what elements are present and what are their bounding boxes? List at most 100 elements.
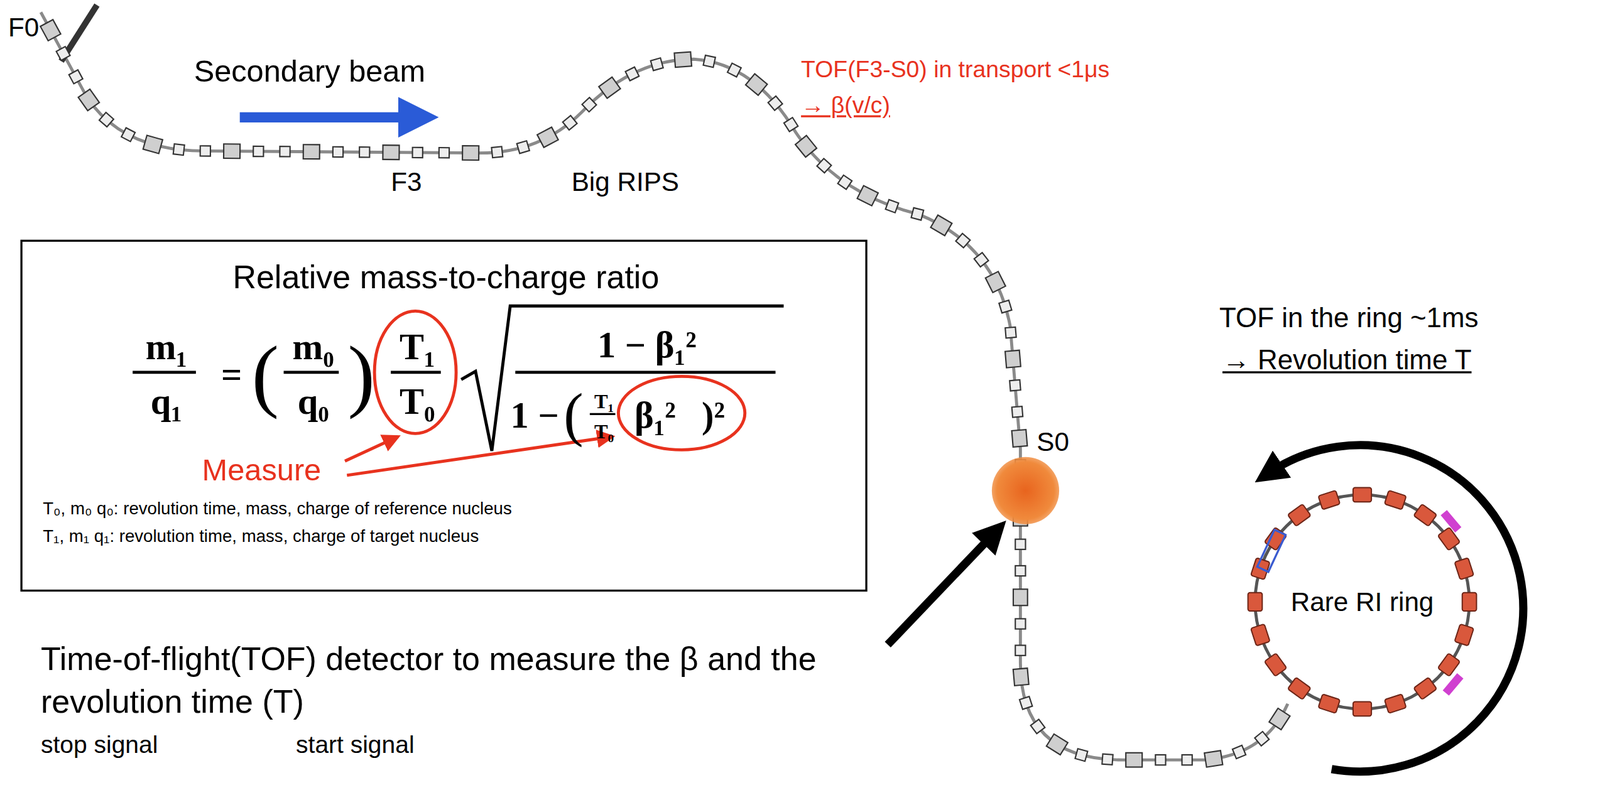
magnet-symbol (517, 140, 530, 154)
magnet-symbol (1013, 668, 1029, 686)
fraction-bar (283, 370, 340, 374)
ring-magnet (1462, 593, 1477, 612)
formula-term: = (221, 356, 242, 393)
beamline-axis (40, 11, 1288, 761)
signal-label: stop signal (40, 730, 158, 761)
separator-name: Big RIPS (571, 166, 680, 199)
magnet-symbol (69, 69, 83, 84)
measure-note: Measure (202, 452, 322, 489)
legend-note: T₀, m₀ q₀: revolution time, mass, charge… (42, 498, 512, 520)
magnet-symbol (279, 146, 290, 157)
fraction-bar (390, 370, 441, 374)
formula-term: q₁ (150, 383, 183, 421)
magnet-symbol (462, 145, 479, 161)
magnet-symbol (1012, 429, 1028, 448)
ring-label: Rare RI ring (1287, 586, 1437, 618)
beamline (40, 5, 1290, 768)
magnet-symbol (1101, 754, 1113, 766)
magnet-symbol (650, 57, 664, 71)
ring-magnet (1384, 694, 1407, 714)
beam-direction-arrow (239, 112, 419, 123)
magnet-symbol (1268, 708, 1290, 730)
magnet-symbol (1030, 719, 1046, 735)
ring-magnet (1317, 694, 1340, 714)
sqrt-sign (461, 305, 784, 452)
fraction-bar (589, 413, 616, 416)
legend-note: T₁, m₁ q₁: revolution time, mass, charge… (42, 526, 479, 548)
formula-term: T₁ (399, 328, 436, 365)
formula-term: 1 − β₁² (597, 326, 697, 364)
ring-magnet (1248, 593, 1263, 612)
magnet-symbol (439, 147, 450, 158)
magnet-symbol (582, 97, 597, 112)
magnet-symbol (745, 74, 768, 96)
formula-term: m₀ (292, 328, 335, 365)
ring-magnet (1454, 557, 1474, 580)
tof-note: → β(v/c) (800, 91, 891, 120)
magnet-symbol (727, 63, 742, 78)
measure-marks (344, 310, 746, 476)
ring-magnet (1413, 504, 1437, 528)
formula-term: ( (563, 385, 583, 445)
magnet-symbol (1019, 696, 1033, 710)
magnet-symbol (1125, 753, 1143, 768)
magnet-symbol (1015, 645, 1026, 656)
leader-arrow (344, 436, 398, 462)
beam-station: F3 (390, 166, 422, 199)
magnet-symbol (703, 55, 716, 68)
box-title: Relative mass-to-charge ratio (232, 258, 659, 298)
station-label: S0 (1036, 426, 1070, 459)
formula-strokes (132, 305, 784, 452)
detector-note: Time-of-flight(TOF) detector to measure … (40, 638, 868, 724)
magnet-symbol (974, 252, 989, 267)
fraction-bar (132, 370, 196, 374)
magnet-symbol (1182, 755, 1193, 766)
ring-magnet (1250, 624, 1271, 647)
ring-magnet (1353, 702, 1372, 717)
magnet-symbol (253, 146, 264, 157)
signal-label: start signal (295, 730, 415, 761)
magnet-symbol (930, 214, 953, 236)
kicker-symbol (1257, 530, 1286, 573)
magnet-symbol (857, 185, 879, 207)
formula-term: m₁ (145, 328, 188, 365)
formula-term: 1 − (510, 397, 560, 434)
ring-magnet (1413, 677, 1437, 701)
magnet-symbol (1254, 731, 1269, 747)
magnet-symbol (885, 199, 899, 213)
magnet-symbol (382, 145, 399, 160)
formula-term: ) (347, 333, 375, 416)
magnet-symbol (783, 117, 798, 132)
formula-term: q₀ (297, 383, 330, 421)
magnet-symbol (795, 135, 817, 158)
magnet-symbol (173, 143, 185, 156)
magnet-symbol (1074, 748, 1088, 762)
formula-term: T₁ (594, 390, 614, 411)
magnet-symbol (359, 146, 370, 158)
magnet-symbol (911, 207, 925, 221)
storage-ring: Rare RI ring (1270, 510, 1454, 694)
magnet-symbol (816, 158, 832, 173)
magnet-symbol (40, 19, 61, 41)
tof-note: TOF(F3-S0) in transport <1μs (800, 55, 1110, 85)
formula-term: T₀ (594, 421, 614, 442)
magnet-symbol (562, 115, 578, 131)
magnet-symbol (625, 67, 640, 82)
magnet-symbol (412, 147, 423, 158)
formula-box: Relative mass-to-charge ratio m₁ q₁ = ( m₀ q₀)… (20, 239, 867, 592)
magnet-symbol (598, 77, 621, 99)
magnet-symbol (56, 46, 71, 61)
revolution-arrow (1268, 445, 1524, 773)
ring-illustration (1248, 487, 1477, 717)
magnet-symbol (121, 127, 136, 142)
magnet-symbol (1005, 327, 1017, 339)
magnet-symbol (1015, 618, 1026, 629)
magnet-symbol (491, 146, 503, 158)
magnet-symbol (1232, 745, 1246, 759)
beam-label: Secondary beam (194, 52, 426, 90)
magnet-symbol (838, 175, 853, 190)
beam-station: F0 (8, 11, 39, 44)
magnet-symbol (1204, 750, 1223, 768)
formula-term: T₀ (399, 383, 436, 421)
